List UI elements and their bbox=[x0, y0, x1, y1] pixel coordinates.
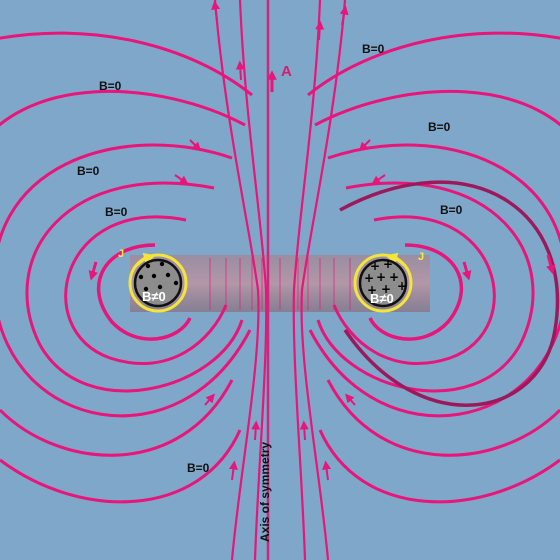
right-core-plus-signs: ++ ++++ ++ bbox=[364, 257, 407, 297]
vline-3 bbox=[300, 0, 347, 560]
right-dark-loop bbox=[339, 180, 560, 407]
left-loop-1 bbox=[96, 243, 192, 341]
b-zero-label-bottom: B=0 bbox=[187, 461, 210, 475]
svg-text:+: + bbox=[397, 279, 407, 293]
right-core bbox=[358, 258, 408, 308]
left-loop-7 bbox=[0, 379, 234, 457]
core-right-label: B≠0 bbox=[370, 291, 394, 306]
vline-2 bbox=[238, 0, 268, 560]
right-loop-3 bbox=[316, 181, 535, 393]
left-loop-8 bbox=[0, 429, 242, 504]
right-loop-8 bbox=[318, 429, 560, 504]
left-loop-2 bbox=[64, 215, 228, 365]
svg-text:+: + bbox=[367, 283, 377, 297]
vline-4 bbox=[292, 0, 322, 560]
svg-text:+: + bbox=[389, 270, 399, 284]
svg-text:+: + bbox=[364, 271, 374, 285]
axis-field-lines bbox=[213, 0, 347, 560]
right-field-loops bbox=[307, 31, 560, 504]
current-left-label: J bbox=[118, 248, 124, 260]
svg-text:+: + bbox=[376, 270, 386, 284]
b-zero-label-left-inner: B=0 bbox=[105, 205, 128, 219]
tube-field-lines bbox=[209, 258, 351, 310]
b-zero-label-right-inner: B=0 bbox=[440, 203, 463, 217]
current-right-label: J bbox=[418, 251, 424, 263]
right-loop-2 bbox=[332, 215, 496, 365]
left-core bbox=[133, 258, 183, 308]
left-conductor bbox=[128, 252, 188, 313]
right-current-ring bbox=[353, 253, 413, 313]
field-arrows bbox=[88, 0, 556, 481]
right-loop-4 bbox=[308, 143, 560, 418]
left-field-loops bbox=[0, 31, 253, 504]
svg-text:+: + bbox=[381, 282, 391, 296]
svg-text:+: + bbox=[370, 259, 380, 273]
b-zero-label-right-mid: B=0 bbox=[428, 120, 451, 134]
left-core-dots bbox=[138, 261, 179, 292]
left-loop-4 bbox=[0, 143, 252, 418]
right-loop-6 bbox=[307, 31, 560, 97]
left-loop-5 bbox=[0, 90, 246, 127]
axis-of-symmetry-label: Axis of symmetry bbox=[258, 442, 272, 542]
right-loop-5 bbox=[314, 90, 560, 127]
b-zero-label-top-right: B=0 bbox=[362, 42, 385, 56]
left-loop-6 bbox=[0, 31, 253, 97]
right-loop-7 bbox=[326, 379, 560, 457]
right-loop-1 bbox=[368, 243, 464, 341]
vector-a-label: A bbox=[281, 63, 292, 80]
svg-text:+: + bbox=[383, 257, 393, 271]
right-conductor: ++ ++++ ++ bbox=[353, 252, 413, 313]
vline-1 bbox=[213, 0, 260, 560]
left-current-ring bbox=[128, 253, 188, 313]
b-zero-label-left-mid: B=0 bbox=[77, 164, 100, 178]
core-left-label: B≠0 bbox=[142, 289, 166, 304]
b-zero-label-upper-left: B=0 bbox=[99, 79, 122, 93]
left-loop-3 bbox=[25, 181, 244, 393]
